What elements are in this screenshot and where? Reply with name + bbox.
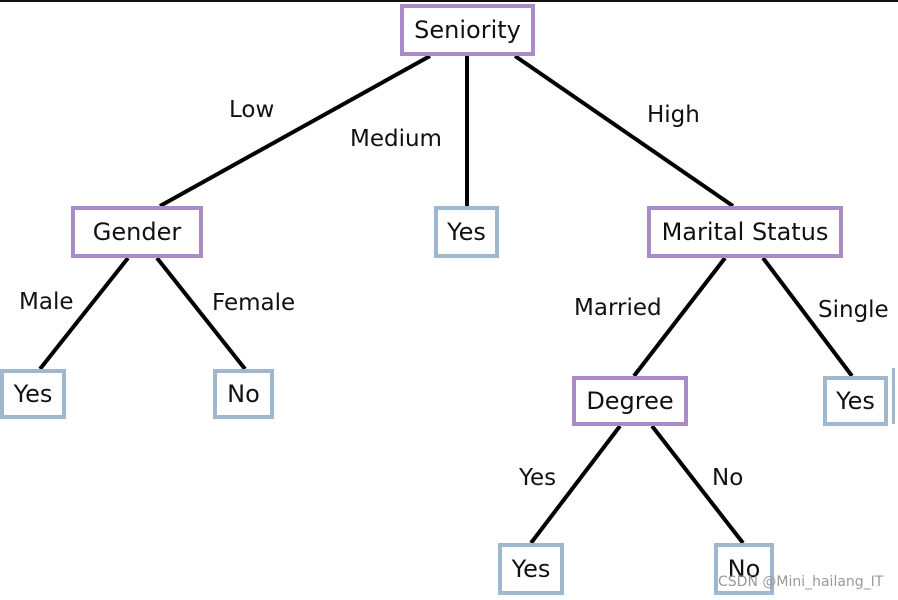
clipped-box-edge: [892, 368, 895, 424]
edge-label-married: Married: [574, 295, 662, 321]
node-marital-status: Marital Status: [647, 206, 843, 258]
node-degree: Degree: [572, 376, 688, 426]
edge-label-low: Low: [229, 97, 275, 123]
edge-degree-yes: [529, 424, 622, 545]
leaf-single-yes: Yes: [823, 376, 888, 426]
edge-label-male: Male: [19, 289, 74, 315]
leaf-medium-yes: Yes: [434, 206, 499, 258]
leaf-female-no: No: [213, 369, 274, 419]
leaf-male-yes: Yes: [0, 369, 66, 419]
edge-degree-no: [650, 424, 745, 545]
edge-label-degree-yes: Yes: [519, 465, 557, 491]
edge-marital-married: [632, 256, 727, 378]
edge-label-high: High: [647, 102, 700, 128]
node-seniority: Seniority: [400, 4, 535, 56]
edge-seniority-high: [513, 54, 735, 208]
edge-label-medium: Medium: [350, 126, 442, 152]
edge-gender-male: [38, 256, 130, 371]
edge-label-female: Female: [212, 290, 296, 316]
node-gender: Gender: [71, 206, 203, 258]
leaf-degree-yes: Yes: [498, 543, 564, 595]
edge-seniority-low: [159, 54, 431, 208]
edge-gender-female: [155, 256, 247, 371]
edge-label-degree-no: No: [712, 465, 744, 491]
edge-label-single: Single: [818, 297, 889, 323]
edge-marital-single: [761, 256, 854, 378]
watermark: CSDN @Mini_hailang_IT: [718, 574, 884, 590]
leaf-degree-no: No: [714, 543, 774, 595]
top-border-line: [0, 0, 898, 2]
